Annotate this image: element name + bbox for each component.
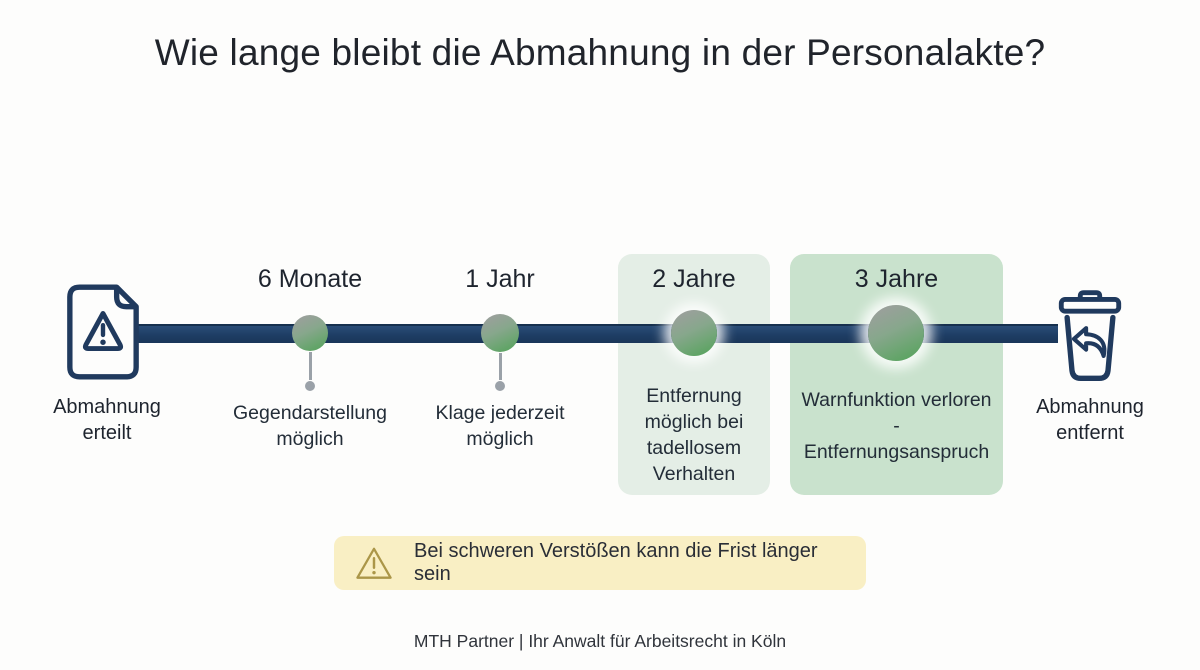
milestone-time-3-jahre: 3 Jahre	[854, 265, 939, 293]
milestone-time-2-jahre: 2 Jahre	[652, 265, 736, 293]
start-label: Abmahnung erteilt	[53, 396, 161, 444]
timeline-node-2-jahre	[671, 310, 717, 356]
node-stem	[499, 353, 502, 380]
trash-restore-icon	[1053, 289, 1127, 388]
timeline-node-3-jahre	[868, 305, 924, 361]
page-title: Wie lange bleibt die Abmahnung in der Pe…	[154, 32, 1046, 73]
document-warning-icon	[64, 283, 142, 386]
warning-banner-text: Bei schweren Verstößen kann die Frist lä…	[414, 540, 818, 585]
milestone-time-6-monate: 6 Monate	[257, 265, 363, 293]
timeline-node-1-jahr	[481, 314, 519, 352]
timeline-node-6-monate	[292, 315, 328, 351]
milestone-highlight-box-3-jahre	[790, 254, 1003, 495]
warning-banner: Bei schweren Verstößen kann die Frist lä…	[334, 536, 866, 590]
milestone-description-1-jahr: Klage jederzeit möglich	[435, 402, 565, 450]
milestone-highlight-box-2-jahre	[618, 254, 770, 495]
node-stem-dot	[305, 381, 315, 391]
node-stem-dot	[495, 381, 505, 391]
footer-branding: MTH Partner | Ihr Anwalt für Arbeitsrech…	[413, 631, 787, 651]
milestone-description-3-jahre: Warnfunktion verloren - Entfernungsanspr…	[801, 389, 992, 463]
node-stem	[309, 352, 312, 380]
milestone-description-2-jahre: Entfernung möglich bei tadellosem Verhal…	[644, 385, 744, 485]
milestone-description-6-monate: Gegendarstellung möglich	[233, 402, 387, 450]
milestone-time-1-jahr: 1 Jahr	[465, 265, 535, 293]
warning-triangle-icon	[354, 545, 394, 581]
timeline-bar	[138, 324, 1058, 343]
end-label: Abmahnung entfernt	[1036, 396, 1144, 444]
